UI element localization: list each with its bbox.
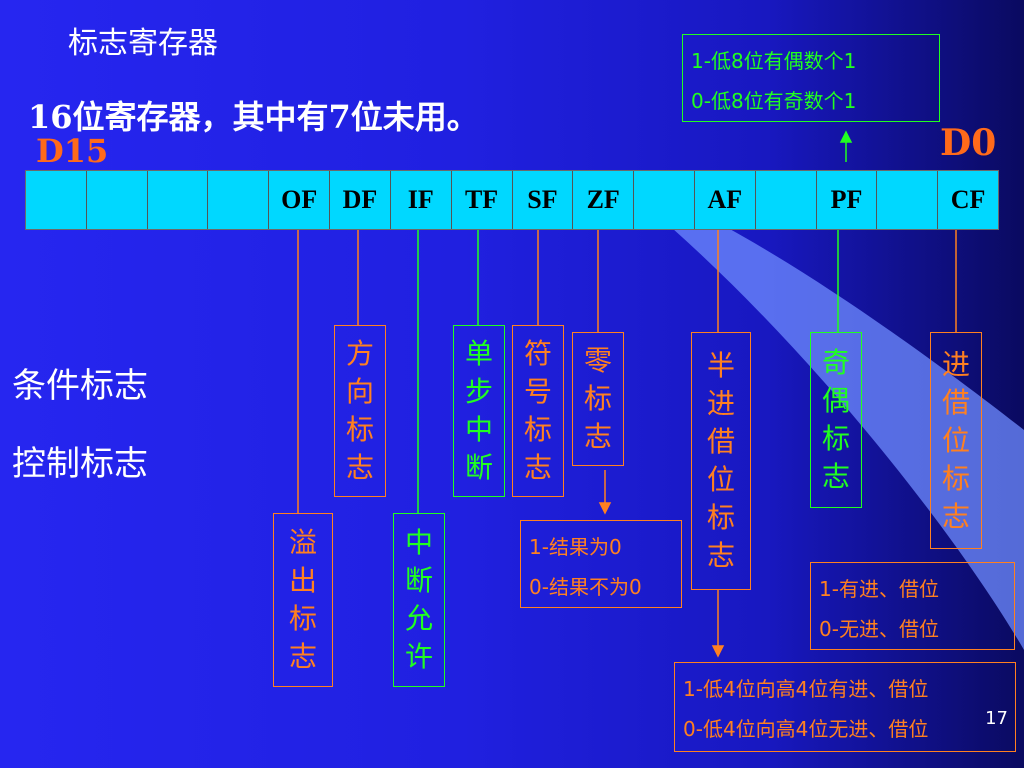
register-cell-af: AF xyxy=(695,171,756,229)
char: 半 xyxy=(706,349,735,382)
register-cell-tf: TF xyxy=(452,171,513,229)
char: 单 xyxy=(464,337,493,370)
char: 方 xyxy=(345,337,374,370)
register-cell xyxy=(208,171,270,229)
char: 断 xyxy=(464,451,493,484)
char: 断 xyxy=(404,564,433,597)
sf-description-box: 符 号 标 志 xyxy=(512,325,564,497)
page-number: 17 xyxy=(985,708,1008,729)
char: 志 xyxy=(288,640,317,673)
note-line: 1-结果为0 xyxy=(529,535,622,559)
tf-description-box: 单 步 中 断 xyxy=(453,325,505,497)
msb-label: D15 xyxy=(36,132,109,170)
register-cell-of: OF xyxy=(269,171,331,229)
af-arrow-head xyxy=(711,645,725,658)
char: 志 xyxy=(583,420,612,453)
char: 标 xyxy=(706,501,735,534)
slide-subtitle: 16位寄存器，其中有7位未用。 xyxy=(28,98,479,136)
char: 标 xyxy=(583,382,612,415)
char: 出 xyxy=(288,564,317,597)
highlight-wedge xyxy=(672,228,1024,650)
note-line: 0-低8位有奇数个1 xyxy=(691,89,857,113)
char: 奇 xyxy=(821,346,850,379)
char: 标 xyxy=(941,461,970,495)
register-cell-zf: ZF xyxy=(573,171,635,229)
char: 标 xyxy=(288,602,317,635)
control-flags-label: 控制标志 xyxy=(12,444,148,484)
note-line: 0-无进、借位 xyxy=(819,617,939,641)
pf-arrow-head xyxy=(839,130,853,143)
char: 偶 xyxy=(821,384,850,417)
if-description-box: 中 断 允 许 xyxy=(393,513,445,687)
note-line: 1-有进、借位 xyxy=(819,577,939,601)
char: 志 xyxy=(821,460,850,493)
register-cell-cf: CF xyxy=(950,185,986,214)
char: 志 xyxy=(523,451,552,484)
char: 允 xyxy=(404,602,433,635)
char: 符 xyxy=(523,337,552,370)
af-description-box: 半 进 借 位 标 志 xyxy=(691,332,751,590)
register-cell xyxy=(148,171,209,229)
char: 位 xyxy=(706,463,735,496)
char: 中 xyxy=(464,413,493,446)
register-cell xyxy=(756,171,817,229)
pf-description-box: 奇 偶 标 志 xyxy=(810,332,862,508)
char: 向 xyxy=(345,375,374,408)
register-cell xyxy=(26,171,87,229)
char: 标 xyxy=(345,413,374,446)
note-line: 0-低4位向高4位无进、借位 xyxy=(683,717,929,741)
char: 进 xyxy=(941,347,970,381)
note-line: 1-低8位有偶数个1 xyxy=(691,49,857,73)
note-line: 1-低4位向高4位有进、借位 xyxy=(683,677,929,701)
cf-note-box: 1-有进、借位 0-无进、借位 xyxy=(810,562,1015,650)
char: 志 xyxy=(941,499,970,533)
char: 进 xyxy=(706,387,735,420)
df-description-box: 方 向 标 志 xyxy=(334,325,386,497)
register-cell xyxy=(877,171,939,229)
status-flags-label: 条件标志 xyxy=(12,366,148,406)
zf-description-box: 零 标 志 xyxy=(572,332,624,466)
lsb-label: D0 xyxy=(940,122,997,164)
af-note-box: 1-低4位向高4位有进、借位 0-低4位向高4位无进、借位 xyxy=(674,662,1016,752)
char: 许 xyxy=(404,640,433,673)
register-cell-pf: PF xyxy=(817,171,878,229)
of-description-box: 溢 出 标 志 xyxy=(273,513,333,687)
flag-register: OF DF IF TF SF ZF AF PF CF xyxy=(25,170,999,230)
char: 位 xyxy=(941,423,970,457)
char: 号 xyxy=(523,375,552,408)
char: 志 xyxy=(345,451,374,484)
register-cell xyxy=(634,171,695,229)
cf-description-box: 进 借 位 标 志 xyxy=(930,332,982,549)
register-cell-df: DF xyxy=(330,171,391,229)
slide-title: 标志寄存器 xyxy=(68,26,218,61)
register-cell-if: IF xyxy=(391,171,452,229)
char: 溢 xyxy=(288,526,317,559)
char: 零 xyxy=(583,344,612,377)
char: 标 xyxy=(821,422,850,455)
register-cell xyxy=(87,171,148,229)
pf-note-box: 1-低8位有偶数个1 0-低8位有奇数个1 xyxy=(682,34,940,122)
register-cell-sf: SF xyxy=(513,171,574,229)
char: 中 xyxy=(404,526,433,559)
zf-arrow-head xyxy=(598,502,612,515)
note-line: 0-结果不为0 xyxy=(529,575,642,599)
char: 借 xyxy=(706,425,735,458)
zf-note-box: 1-结果为0 0-结果不为0 xyxy=(520,520,682,608)
char: 标 xyxy=(523,413,552,446)
char: 志 xyxy=(706,539,735,572)
char: 借 xyxy=(941,385,970,419)
char: 步 xyxy=(464,375,493,408)
